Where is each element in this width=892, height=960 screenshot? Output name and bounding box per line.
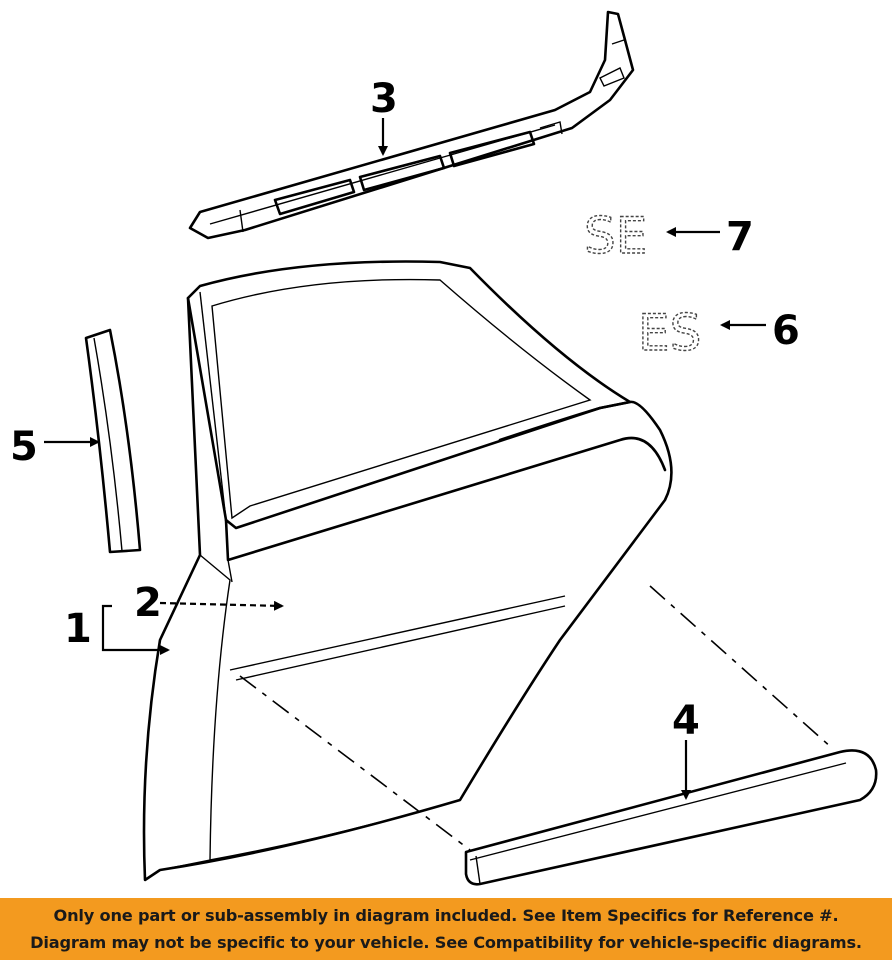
callout-7: 7 — [726, 214, 754, 260]
rear-door-part — [142, 260, 673, 882]
parts-diagram: SE ES 3 7 6 5 2 1 4 — [10, 10, 878, 886]
callout-6: 6 — [772, 308, 800, 354]
disclaimer-line-1: Only one part or sub-assembly in diagram… — [53, 906, 839, 925]
side-molding-part — [464, 749, 878, 886]
callout-1: 1 — [64, 606, 92, 652]
callout-2: 2 — [134, 580, 162, 626]
callout-3: 3 — [370, 76, 398, 122]
emblem-es: ES — [638, 304, 701, 362]
applique-molding-part — [84, 328, 142, 554]
alignment-line-left — [239, 675, 471, 851]
arrow-1-bracket — [101, 604, 112, 652]
disclaimer-line-2: Diagram may not be specific to your vehi… — [30, 933, 862, 952]
callout-4: 4 — [672, 698, 700, 744]
arrow-2 — [159, 600, 284, 611]
emblem-se: SE — [584, 207, 647, 265]
weatherstrip-part — [188, 10, 635, 240]
callout-5: 5 — [10, 424, 38, 470]
disclaimer-banner: Only one part or sub-assembly in diagram… — [0, 898, 892, 960]
